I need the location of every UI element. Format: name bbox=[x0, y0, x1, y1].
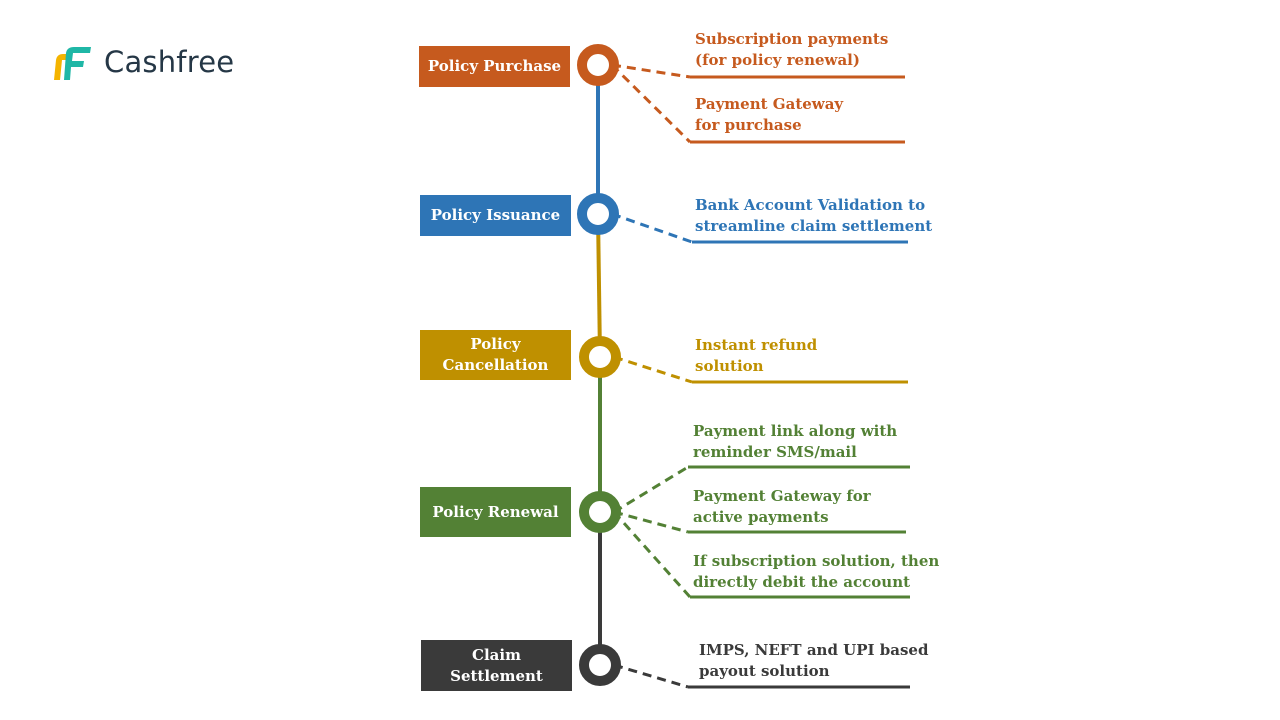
note-instant-refund: Instant refund solution bbox=[695, 336, 818, 375]
brand-name: Cashfree bbox=[104, 45, 235, 79]
timeline-node bbox=[579, 336, 621, 378]
dashed-connector bbox=[612, 511, 692, 598]
dashed-connector bbox=[611, 212, 693, 244]
stage-policy-purchase: Policy Purchase bbox=[419, 46, 570, 87]
timeline-segment bbox=[596, 213, 602, 358]
note-subscription-direct-debit: If subscription solution, then directly … bbox=[693, 552, 940, 591]
stage-policy-issuance: Policy Issuance bbox=[420, 195, 571, 236]
stage-policy-cancellation: Policy Cancellation bbox=[420, 330, 571, 380]
note-subscription-payments: Subscription payments (for policy renewa… bbox=[695, 30, 889, 69]
note-bank-account-validation: Bank Account Validation to streamline cl… bbox=[695, 196, 933, 235]
note-payout-solution: IMPS, NEFT and UPI based payout solution bbox=[699, 641, 929, 680]
timeline-node bbox=[579, 644, 621, 686]
dashed-connector bbox=[613, 465, 689, 514]
timeline-node bbox=[577, 193, 619, 235]
stage-claim-settlement: Claim Settlement bbox=[421, 640, 572, 691]
note-payment-gateway-active: Payment Gateway for active payments bbox=[693, 487, 871, 526]
cashfree-logo-icon bbox=[54, 47, 91, 80]
note-payment-link-reminder: Payment link along with reminder SMS/mai… bbox=[693, 422, 898, 461]
timeline-node bbox=[579, 491, 621, 533]
timeline-node bbox=[577, 44, 619, 86]
dashed-connector bbox=[610, 63, 692, 144]
dashed-connector bbox=[613, 510, 689, 534]
dashed-connector bbox=[611, 63, 691, 79]
stage-policy-renewal: Policy Renewal bbox=[420, 487, 571, 537]
dashed-connector bbox=[613, 663, 689, 689]
dashed-connector bbox=[613, 355, 693, 384]
cashfree-logo: Cashfree bbox=[50, 44, 234, 80]
note-payment-gateway-purchase: Payment Gateway for purchase bbox=[695, 95, 844, 134]
